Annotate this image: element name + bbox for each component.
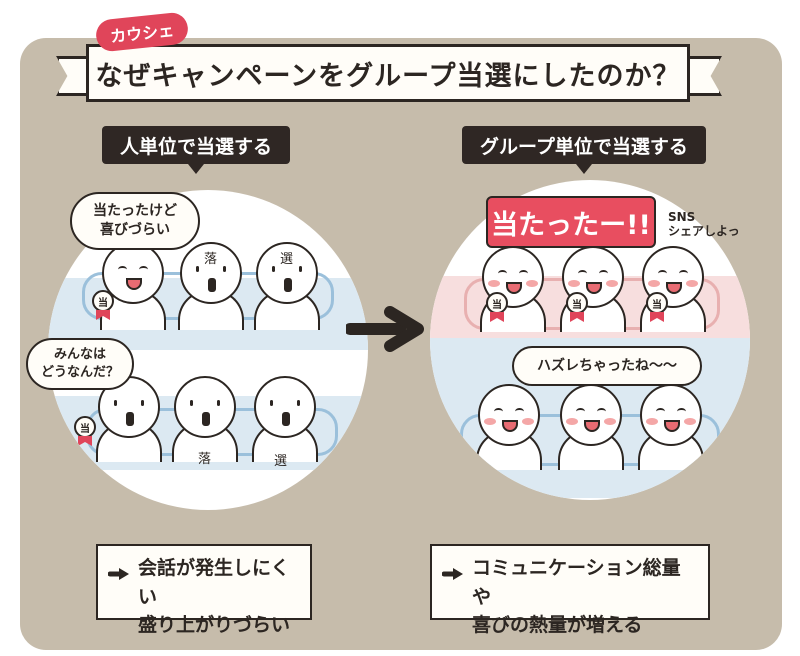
- medal-icon: 当: [646, 292, 668, 314]
- win-kanji: 選: [274, 454, 288, 469]
- sns-share-text: SNS シェアしよっ: [668, 210, 740, 239]
- person-loser-head: [560, 384, 622, 446]
- thought-bubble-hard-to-celebrate: 当たったけど 喜びづらい: [70, 192, 200, 250]
- page-title: なぜキャンペーンをグループ当選にしたのか？: [95, 60, 681, 92]
- medal-icon: 当: [92, 290, 114, 312]
- medal-icon: 当: [486, 292, 508, 314]
- left-note-line2: 盛り上がりづらい: [138, 614, 291, 636]
- person-loser-head: [640, 384, 702, 446]
- right-result-note: コミュニケーション総量や 喜びの熱量が増える: [430, 544, 710, 636]
- left-section-label: 人単位で当選する: [102, 126, 291, 174]
- left-result-note: 会話が発生しにくい 盛り上がりづらい: [96, 544, 312, 636]
- person-loser-head: [254, 376, 316, 438]
- right-note-line1: コミュニケーション総量や: [472, 557, 681, 608]
- fail-kanji: 落: [198, 452, 212, 467]
- arrow-right-icon: [346, 306, 424, 352]
- arrow-right-icon: [442, 568, 463, 580]
- right-note-line2: 喜びの熱量が増える: [472, 614, 643, 636]
- thought-bubble-others: みんなは どうなんだ？: [26, 338, 134, 390]
- right-label-text: グループ単位で当選する: [480, 135, 688, 158]
- win-kanji: 選: [280, 252, 294, 267]
- fail-kanji: 落: [204, 252, 218, 267]
- medal-icon: 当: [566, 292, 588, 314]
- right-section-label: グループ単位で当選する: [462, 126, 706, 174]
- speech-bubble-lost-together: ハズレちゃったね〜〜: [512, 346, 702, 386]
- medal-icon: 当: [74, 416, 96, 438]
- person-loser-head: [180, 242, 242, 304]
- person-loser-head: [478, 384, 540, 446]
- win-shout-burst: 当たったー!!: [486, 196, 656, 248]
- person-winner-head: [98, 376, 160, 438]
- person-loser-head: [256, 242, 318, 304]
- left-note-line1: 会話が発生しにくい: [138, 557, 290, 608]
- left-label-text: 人単位で当選する: [120, 135, 273, 158]
- arrow-right-icon: [108, 568, 129, 580]
- left-scene-circle: 当 落 選 当 落 選: [48, 190, 368, 510]
- person-loser-head: [174, 376, 236, 438]
- title-banner: なぜキャンペーンをグループ当選にしたのか？: [86, 44, 690, 102]
